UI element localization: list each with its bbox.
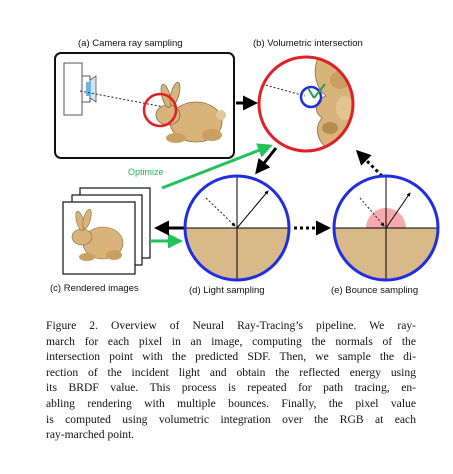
arrow-e-to-b xyxy=(355,149,384,178)
arrow-b-to-d xyxy=(255,147,278,175)
optimize-label: Optimize xyxy=(128,167,164,177)
light-sampling-panel xyxy=(183,174,291,282)
caption-line: Figure 2. Overview of Neural Ray-Tracing… xyxy=(46,319,416,332)
bounce-sampling-panel xyxy=(332,174,440,282)
caption-line: ray-marched point. xyxy=(46,428,135,442)
rendered-images-stack xyxy=(62,187,151,275)
panel-d-label: (d) Light sampling xyxy=(189,285,265,296)
normal-vector xyxy=(313,83,326,99)
panel-e-label: (e) Bounce sampling xyxy=(331,285,419,296)
panel-c-label: (c) Rendered images xyxy=(50,283,139,294)
caption-line: rection of the incident light and obtain… xyxy=(46,365,416,379)
panel-b-label: (b) Volumetric intersection xyxy=(253,38,363,49)
caption-line: march for each pixel in an image, comput… xyxy=(46,334,416,348)
camera-panel xyxy=(54,52,235,159)
zoom-circle xyxy=(142,92,178,128)
caption-line: its BRDF value. This process is repeated… xyxy=(46,381,416,395)
intersection-panel xyxy=(257,55,355,153)
caption-line: is computed using volumetric integration… xyxy=(46,412,416,426)
bounce-ray xyxy=(385,192,411,229)
incident-light-ray xyxy=(205,197,236,227)
caption-line: abling rendering with multiple bounces. … xyxy=(46,396,416,410)
intersection-ray xyxy=(261,83,306,97)
camera-icon xyxy=(63,62,97,116)
reflected-ray xyxy=(236,190,269,229)
pipeline-figure xyxy=(54,52,440,282)
rendered-bunny-image xyxy=(71,208,124,261)
intersection-point-circle xyxy=(299,85,323,109)
caption-line: intersection point with the predicted SD… xyxy=(46,350,416,364)
panel-a-label: (a) Camera ray sampling xyxy=(78,38,183,49)
optimize-arrow xyxy=(161,143,273,190)
figure-caption: Figure 2. Overview of Neural Ray-Tracing… xyxy=(46,318,416,443)
